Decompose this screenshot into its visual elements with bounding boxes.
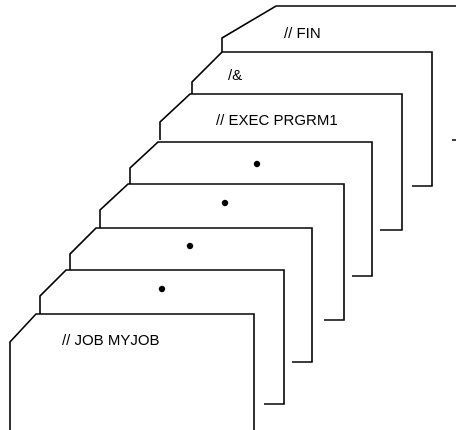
card-job: // JOB MYJOB [9,313,255,430]
card-amp-label: /& [228,67,242,84]
card-data-4-dot [158,285,166,293]
card-job-outline [9,313,255,430]
card-data-1-dot [253,160,261,168]
card-data-3-dot [186,242,194,250]
card-data-2-dot [221,199,229,207]
card-exec-label: // EXEC PRGRM1 [216,112,338,129]
card-fin-label: // FIN [284,25,321,42]
card-job-label: // JOB MYJOB [62,332,160,349]
